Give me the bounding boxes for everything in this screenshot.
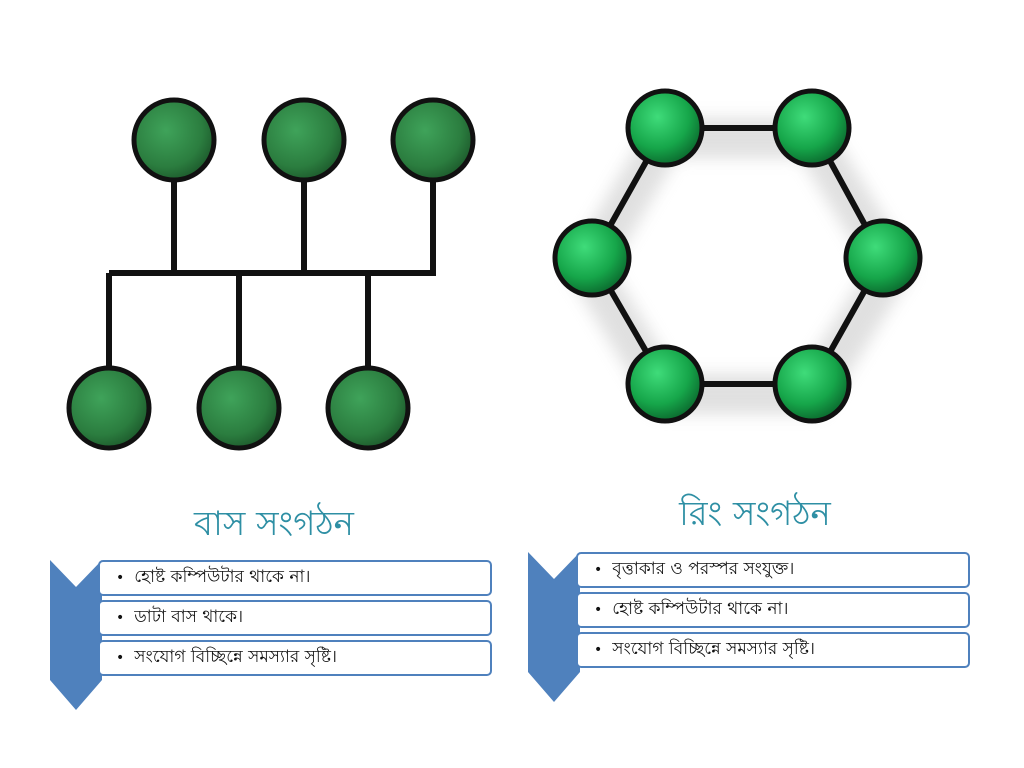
bus-node [390,97,476,183]
bullet-icon: • [116,610,125,626]
bullet-icon: • [594,562,603,578]
list-item-text: সংযোগ বিচ্ছিন্নে সমস্যার সৃষ্টি। [612,639,816,659]
list-item-text: হোষ্ট কম্পিউটার থাকে না। [612,599,789,619]
bullet-icon: • [116,650,125,666]
bus-topology-diagram [66,97,476,451]
bullet-icon: • [594,642,603,658]
ring-node [552,218,632,298]
list-item-text: ডাটা বাস থাকে। [134,607,244,627]
ring-node [772,88,852,168]
ring-node [625,344,705,424]
ring-node [625,88,705,168]
list-item-text: বৃত্তাকার ও পরস্পর সংযুক্ত। [612,559,795,579]
bullet-icon: • [116,570,125,586]
list-item: • সংযোগ বিচ্ছিন্নে সমস্যার সৃষ্টি। [98,640,492,676]
topology-diagrams [66,88,923,451]
ring-node [843,218,923,298]
list-item-text: হোষ্ট কম্পিউটার থাকে না। [134,567,311,587]
list-item: • হোষ্ট কম্পিউটার থাকে না। [576,592,970,628]
list-item: • ডাটা বাস থাকে। [98,600,492,636]
bus-features-list: • হোষ্ট কম্পিউটার থাকে না। • ডাটা বাস থাকে… [98,560,492,680]
bus-nodes [66,97,476,451]
list-item: • হোষ্ট কম্পিউটার থাকে না। [98,560,492,596]
bus-node [196,365,282,451]
chevron-down-icon [528,552,580,702]
bus-node [66,365,152,451]
ring-topology-diagram [552,88,923,424]
chevron-down-icon [50,560,102,710]
bus-topology-title: বাস সংগঠন [194,504,354,544]
bus-node [261,97,347,183]
ring-features-panel: • বৃত্তাকার ও পরস্পর সংযুক্ত। • হোষ্ট কম্প… [528,552,972,704]
bus-features-panel: • হোষ্ট কম্পিউটার থাকে না। • ডাটা বাস থাকে… [50,560,494,712]
bullet-icon: • [594,602,603,618]
ring-features-list: • বৃত্তাকার ও পরস্পর সংযুক্ত। • হোষ্ট কম্প… [576,552,970,672]
bus-lines [106,140,436,408]
list-item: • বৃত্তাকার ও পরস্পর সংযুক্ত। [576,552,970,588]
ring-node [772,344,852,424]
list-item: • সংযোগ বিচ্ছিন্নে সমস্যার সৃষ্টি। [576,632,970,668]
ring-topology-title: রিং সংগঠন [679,494,831,534]
list-item-text: সংযোগ বিচ্ছিন্নে সমস্যার সৃষ্টি। [134,647,338,667]
bus-node [325,365,411,451]
bus-node [131,97,217,183]
ring-nodes [552,88,923,424]
